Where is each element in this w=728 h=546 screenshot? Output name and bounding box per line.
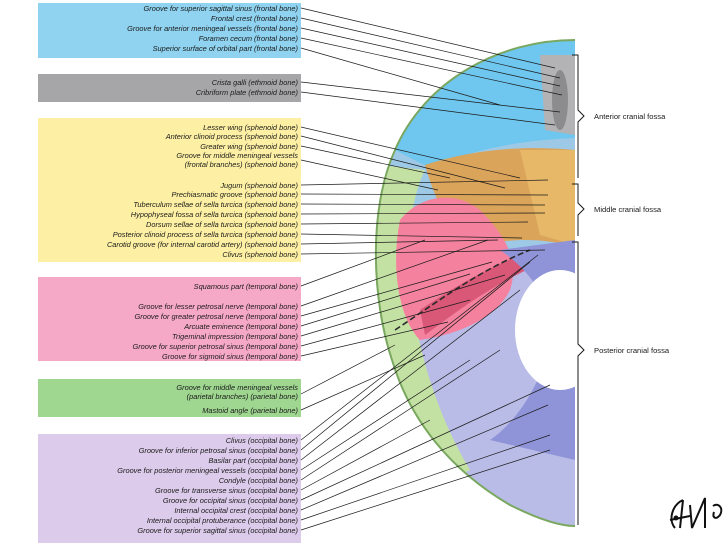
- label-foramen-cecum: Foramen cecum (frontal bone): [198, 34, 298, 43]
- petrous-ridge: [420, 250, 545, 335]
- posterior-cranial-fossa-label: Posterior cranial fossa: [594, 346, 670, 355]
- label-occipital-sss-groove: Groove for superior sagittal sinus (occi…: [137, 526, 298, 535]
- label-squamous-part: Squamous part (temporal bone): [193, 282, 298, 291]
- ethmoid-bone-group-box: [38, 74, 301, 102]
- label-internal-occipital-protuberance: Internal occipital protuberance (occipit…: [146, 516, 298, 525]
- label-tuberculum-sellae: Tuberculum sellae of sella turcica (sphe…: [133, 200, 298, 209]
- occipital-bone-group-box: [38, 434, 301, 543]
- temporal-bone-group-box: [38, 277, 301, 361]
- label-arcuate-eminence: Arcuate eminence (temporal bone): [184, 322, 298, 331]
- label-occipital-sinus-groove: Groove for occipital sinus (occipital bo…: [162, 496, 298, 505]
- label-anterior-meningeal-groove: Groove for anterior meningeal vessels (f…: [127, 24, 298, 33]
- label-jugum: Jugum (sphenoid bone): [220, 181, 298, 190]
- label-clivus-sphenoid: Clivus (sphenoid bone): [222, 250, 298, 259]
- label-orbital-surface: Superior surface of orbital part (fronta…: [152, 44, 298, 53]
- label-superior-petrosal-groove: Groove for superior petrosal sinus (temp…: [132, 342, 298, 351]
- label-anterior-clinoid: Anterior clinoid process (sphenoid bone): [165, 132, 298, 141]
- middle-fossa-bracket: [572, 183, 585, 236]
- label-parietal-meningeal-groove-2: (parietal branches) (parietal bone): [186, 392, 298, 401]
- middle-cranial-fossa-label: Middle cranial fossa: [594, 205, 662, 214]
- label-condyle: Condyle (occipital bone): [218, 476, 298, 485]
- frontal-bone-group-box: [38, 3, 301, 58]
- label-lesser-petrosal-groove: Groove for lesser petrosal nerve (tempor…: [138, 302, 298, 311]
- label-greater-wing: Greater wing (sphenoid bone): [200, 142, 298, 151]
- label-inferior-petrosal-groove: Groove for inferior petrosal sinus (occi…: [138, 446, 298, 455]
- signature-mark: [669, 497, 723, 529]
- posterior-fossa-bracket: [572, 241, 585, 525]
- label-parietal-meningeal-groove-1: Groove for middle meningeal vessels: [176, 383, 298, 392]
- label-middle-meningeal-groove-2: (frontal branches) (sphenoid bone): [184, 160, 298, 169]
- label-posterior-meningeal-groove: Groove for posterior meningeal vessels (…: [117, 466, 298, 475]
- label-basilar-part: Basilar part (occipital bone): [208, 456, 298, 465]
- label-internal-occipital-crest: Internal occipital crest (occipital bone…: [174, 506, 298, 515]
- label-lesser-wing: Lesser wing (sphenoid bone): [203, 123, 298, 132]
- label-middle-meningeal-groove-1: Groove for middle meningeal vessels: [176, 151, 298, 160]
- label-cribriform-plate: Cribriform plate (ethmoid bone): [195, 88, 298, 97]
- parietal-bone-group-box: [38, 379, 301, 417]
- anterior-cranial-fossa-label: Anterior cranial fossa: [594, 112, 666, 121]
- label-sigmoid-groove: Groove for sigmoid sinus (temporal bone): [162, 352, 298, 361]
- label-dorsum-sellae: Dorsum sellae of sella turcica (sphenoid…: [146, 220, 298, 229]
- anterior-fossa-bracket: [572, 54, 585, 178]
- temporal-region: [396, 197, 514, 340]
- frontal-region: [395, 40, 575, 168]
- label-transverse-sinus-groove: Groove for transverse sinus (occipital b…: [155, 486, 298, 495]
- sphenoid-bone-group-box: [38, 118, 301, 262]
- leader-lines: [300, 7, 563, 531]
- label-prechiasmatic-groove: Prechiasmatic groove (sphenoid bone): [171, 190, 298, 199]
- label-frontal-sss-groove: Groove for superior sagittal sinus (fron…: [143, 4, 298, 13]
- label-crista-galli: Crista galli (ethmoid bone): [211, 78, 298, 87]
- label-greater-petrosal-groove: Groove for greater petrosal nerve (tempo…: [134, 312, 299, 321]
- label-mastoid-angle: Mastoid angle (parietal bone): [202, 406, 298, 415]
- label-frontal-crest: Frontal crest (frontal bone): [210, 14, 298, 23]
- label-carotid-groove: Carotid groove (for internal carotid art…: [106, 240, 298, 249]
- foramen-magnum: [515, 270, 575, 390]
- label-clivus-occipital: Clivus (occipital bone): [225, 436, 298, 445]
- label-posterior-clinoid: Posterior clinoid process of sella turci…: [112, 230, 298, 239]
- label-hypophyseal-fossa: Hypophyseal fossa of sella turcica (sphe…: [130, 210, 298, 219]
- label-trigeminal-impression: Trigeminal impression (temporal bone): [172, 332, 298, 341]
- parietal-region: [375, 165, 470, 480]
